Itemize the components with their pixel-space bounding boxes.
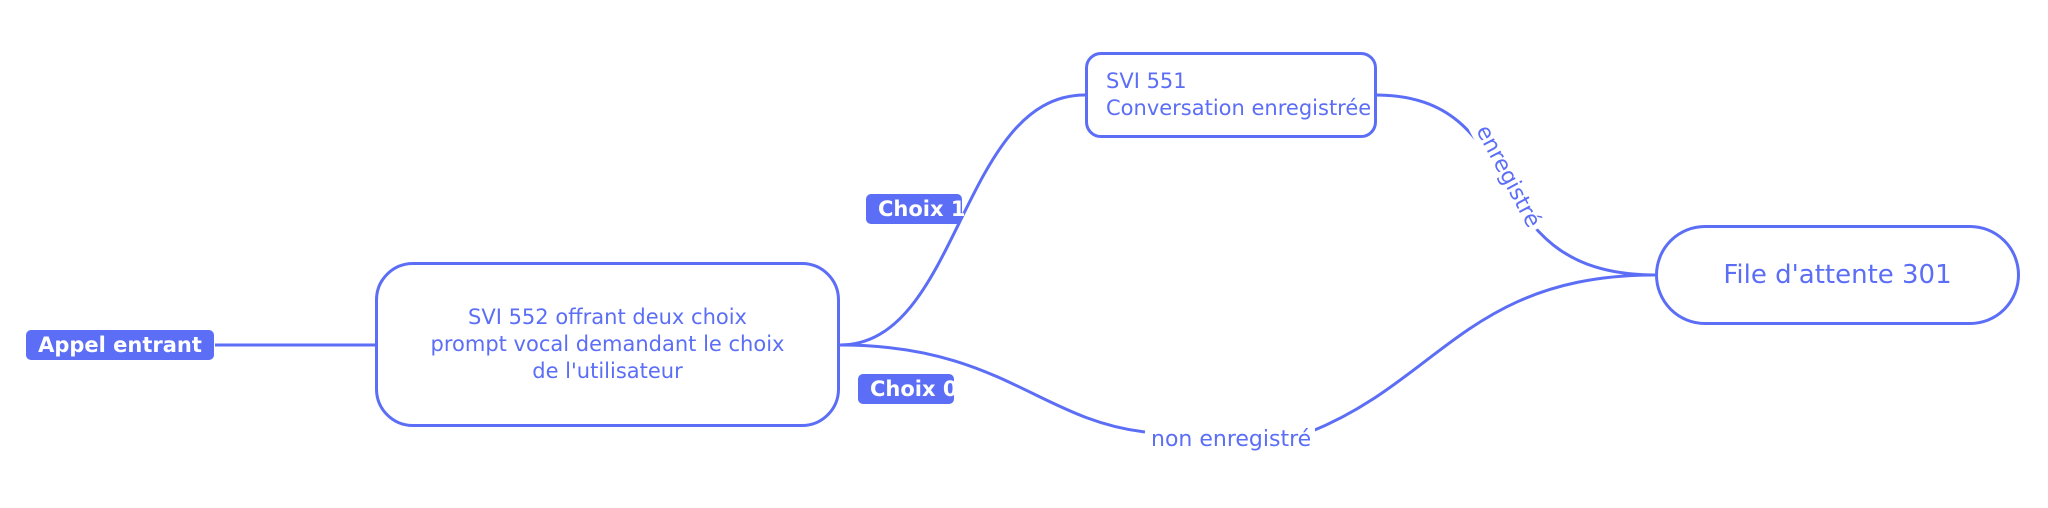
start-node: Appel entrant <box>26 330 214 360</box>
start-node-label: Appel entrant <box>38 333 202 357</box>
svi552-node: SVI 552 offrant deux choix prompt vocal … <box>375 262 840 427</box>
svi551-line-1: SVI 551 <box>1106 69 1187 93</box>
svi551-node: SVI 551 Conversation enregistrée <box>1085 52 1377 138</box>
choix0-label-text: Choix 0 <box>870 377 958 401</box>
svi551-line-2: Conversation enregistrée <box>1106 96 1372 120</box>
choix1-label-text: Choix 1 <box>878 197 966 221</box>
not-recorded-edge-label: non enregistré <box>1147 427 1316 452</box>
choix0-label: Choix 0 <box>858 374 958 404</box>
not-recorded-edge-label-text: non enregistré <box>1151 427 1312 452</box>
edge-choix0 <box>839 343 1146 434</box>
svi552-line-1: SVI 552 offrant deux choix <box>468 305 747 329</box>
queue-node-label: File d'attente 301 <box>1723 260 1952 290</box>
edge-not-recorded <box>1309 273 1656 434</box>
queue-node: File d'attente 301 <box>1655 225 2020 325</box>
choix1-label: Choix 1 <box>866 194 966 224</box>
svi552-line-2: prompt vocal demandant le choix <box>430 332 785 356</box>
svi552-line-3: de l'utilisateur <box>532 359 683 383</box>
